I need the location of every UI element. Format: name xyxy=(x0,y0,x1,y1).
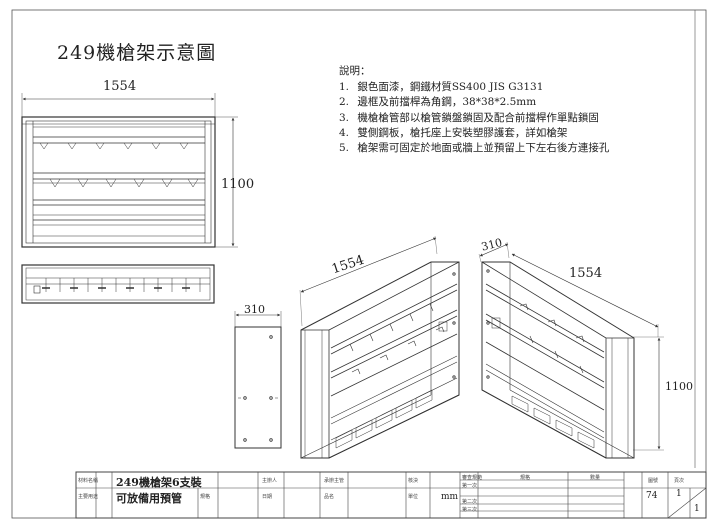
checked-label: 審查規範 xyxy=(462,475,483,481)
title-block-grid xyxy=(75,471,707,519)
note-line: 4. 雙側鋼板，槍托座上安裝塑膠護套，詳如槍架 xyxy=(339,126,609,141)
usage-value: 可放備用預管 xyxy=(116,492,182,505)
tb-label-spec: 規格 xyxy=(200,494,211,500)
notes-block: 說明： 1. 銀色面漆，鋼鐵材質SS400 JIS G3131 2. 邊框及前擋… xyxy=(339,64,609,156)
page-total: 1 xyxy=(694,504,700,514)
note-number: 1. xyxy=(339,81,350,94)
tb-col-spec: 規格 xyxy=(520,475,531,481)
tb-label-page: 頁次 xyxy=(674,478,685,484)
tb-col-qty: 數量 xyxy=(590,475,601,481)
material-name-label: 材料名稱 xyxy=(78,478,99,484)
tb-label-item: 品名 xyxy=(324,494,335,500)
note-text: 槍架需可固定於地面或牆上並預留上下左右後方連接孔 xyxy=(357,142,610,155)
drawing-title: 249機槍架示意圖 xyxy=(57,42,217,64)
note-number: 3. xyxy=(339,111,350,124)
note-line: 1. 銀色面漆，鋼鐵材質SS400 JIS G3131 xyxy=(339,80,609,95)
front-elevation xyxy=(21,93,238,248)
revision-row-2: 第二次 xyxy=(462,499,478,505)
tb-label-drawing-no: 圖號 xyxy=(648,478,659,484)
scale-unit: mm xyxy=(441,492,459,502)
usage-label: 主要用途 xyxy=(78,494,99,500)
page-number: 1 xyxy=(676,489,682,499)
iso-right-width-dimension: 1554 xyxy=(569,266,603,281)
revision-row-1: 第一次 xyxy=(462,483,478,489)
iso-right-height-dimension: 1100 xyxy=(665,380,693,393)
tb-label-unit: 單位 xyxy=(408,494,419,500)
tb-label-owner: 主辦人 xyxy=(262,478,278,484)
front-height-dimension: 1100 xyxy=(221,177,255,192)
notes-header: 說明： xyxy=(339,65,371,77)
note-text: 雙側鋼板，槍托座上安裝塑膠護套，詳如槍架 xyxy=(357,126,568,139)
note-number: 5. xyxy=(339,142,350,155)
note-line: 2. 邊框及前擋桿為角鋼，38*38*2.5mm xyxy=(339,95,609,110)
revision-row-3: 第三次 xyxy=(462,507,478,513)
side-depth-dimension: 310 xyxy=(244,303,265,316)
side-view xyxy=(234,311,282,449)
material-name-value: 249機槍架6支裝 xyxy=(116,476,202,489)
note-text: 邊框及前擋桿為角鋼，38*38*2.5mm xyxy=(357,96,537,109)
note-number: 2. xyxy=(339,96,350,109)
note-text: 機槍槍管部以槍管鎖盤鎖固及配合前擋桿作單點鎖固 xyxy=(357,111,599,124)
note-text: 銀色面漆，鋼鐵材質SS400 JIS G3131 xyxy=(357,81,544,94)
tb-label-supervisor: 承辦主管 xyxy=(324,478,345,484)
tb-label-date: 日期 xyxy=(262,494,273,500)
sheet-number: 74 xyxy=(646,491,658,501)
note-line: 3. 機槍槍管部以槍管鎖盤鎖固及配合前擋桿作單點鎖固 xyxy=(339,111,609,126)
note-line: 5. 槍架需可固定於地面或牆上並預留上下左右後方連接孔 xyxy=(339,141,609,156)
tb-label-approval: 核決 xyxy=(408,478,419,484)
iso-right-view xyxy=(478,241,664,459)
iso-left-view xyxy=(299,235,460,459)
note-number: 4. xyxy=(339,126,350,139)
front-width-dimension: 1554 xyxy=(103,79,137,94)
top-plan xyxy=(21,264,215,304)
